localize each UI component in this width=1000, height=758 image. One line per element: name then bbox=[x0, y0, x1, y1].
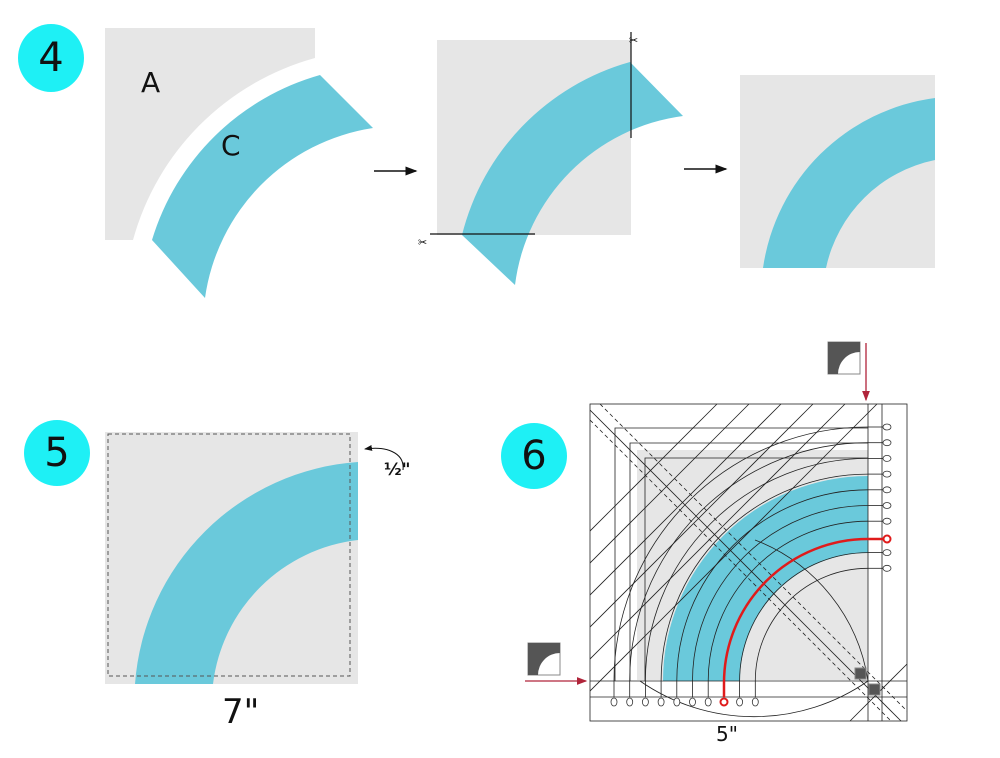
ruler-arc-line bbox=[629, 442, 869, 697]
ruler-knob bbox=[882, 564, 892, 572]
ruler-knob bbox=[882, 517, 892, 525]
ruler-size-label: 5" bbox=[716, 722, 738, 746]
ruler-knob bbox=[689, 697, 696, 707]
small-block-icon bbox=[854, 667, 881, 696]
ruler-arc-line bbox=[660, 473, 869, 697]
ruler-arc-line bbox=[707, 520, 869, 697]
ruler-knob bbox=[882, 470, 892, 478]
ruler-knob bbox=[642, 697, 649, 707]
ruler-knob bbox=[882, 486, 892, 494]
ruler-knob bbox=[657, 697, 665, 707]
ruler-knob bbox=[736, 697, 743, 707]
ruler-knob bbox=[882, 454, 892, 462]
stitch-knob bbox=[719, 697, 729, 707]
step5-block bbox=[105, 432, 404, 684]
scissors-icon: ✂ bbox=[418, 236, 427, 249]
ruler-knob bbox=[882, 423, 892, 431]
piece-label-a: A bbox=[141, 66, 161, 99]
stitch-knob bbox=[882, 534, 892, 544]
ruler-guide-line bbox=[614, 427, 868, 681]
step4-trimmed-unit bbox=[740, 75, 935, 268]
ruler-knob bbox=[882, 502, 892, 509]
step-number-4: 4 bbox=[18, 24, 84, 92]
ruler-arc-line bbox=[676, 489, 869, 697]
ruler-knob bbox=[626, 697, 634, 707]
curved-arrow-icon bbox=[364, 444, 404, 471]
ruler-knob bbox=[704, 697, 712, 707]
ruler-diagonal-line bbox=[590, 409, 902, 721]
block-size-label: 7" bbox=[222, 692, 260, 732]
step4-sewn-unit: ✂ ✂ bbox=[418, 32, 683, 285]
step-number-5: 5 bbox=[24, 420, 90, 486]
ruler-knob bbox=[882, 439, 892, 447]
ruler-arc-line bbox=[692, 505, 869, 697]
ruler-knob bbox=[751, 697, 759, 707]
ruler-diagonal-line bbox=[590, 404, 718, 532]
step4-piece-c bbox=[152, 75, 373, 298]
ruler-arc-line bbox=[613, 426, 869, 697]
ruler-diagonal-line bbox=[590, 404, 782, 596]
ruler-arc-line bbox=[739, 552, 869, 697]
ruler-knob bbox=[673, 697, 681, 707]
ruler-dashed-line bbox=[590, 419, 892, 721]
ruler-diagonal-line bbox=[590, 404, 750, 564]
step6-ruler-diagram bbox=[589, 403, 908, 722]
ruler-markings bbox=[610, 423, 892, 707]
block-orientation-icon bbox=[527, 642, 561, 676]
scissors-icon: ✂ bbox=[629, 34, 638, 47]
ruler-knob bbox=[610, 697, 618, 707]
stitch-line bbox=[722, 537, 869, 697]
step-number-6: 6 bbox=[501, 423, 567, 489]
ruler-diagonal-line bbox=[590, 404, 814, 628]
block-orientation-icon bbox=[827, 341, 861, 375]
piece-label-c: C bbox=[221, 129, 241, 162]
ruler-guide-line bbox=[644, 457, 868, 681]
ruler-arc-line bbox=[754, 567, 869, 697]
ruler-knob bbox=[882, 549, 892, 556]
seam-allowance-label: ½" bbox=[384, 460, 411, 480]
ruler-guide-line bbox=[629, 442, 868, 681]
step4-piece-a bbox=[105, 28, 315, 240]
seam-allowance-line bbox=[107, 433, 351, 677]
ruler-diagonal-line bbox=[590, 404, 846, 660]
ruler-arc-line bbox=[645, 458, 869, 697]
